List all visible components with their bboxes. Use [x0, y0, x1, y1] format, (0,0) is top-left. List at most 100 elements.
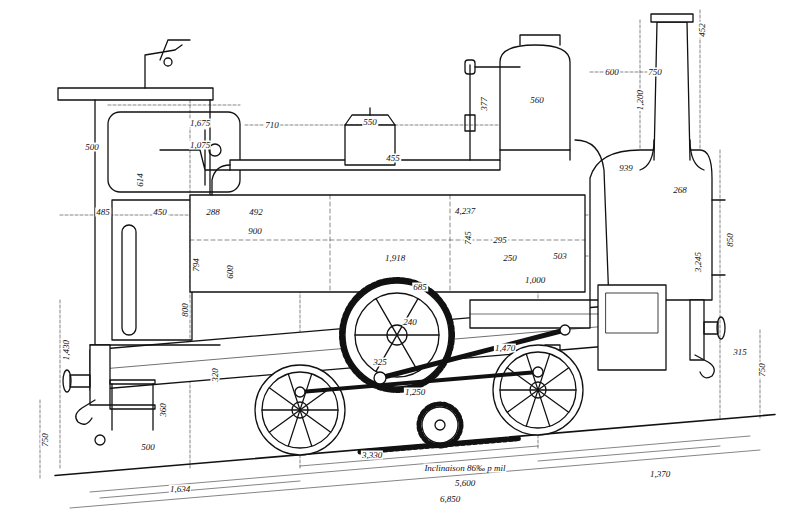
- rear-buffer: [111, 384, 112, 430]
- connecting-rod: [380, 330, 565, 378]
- side-tank: [190, 195, 585, 292]
- dimension-label: 745: [464, 230, 473, 246]
- dimension-label: 455: [385, 154, 401, 163]
- dimension-label: 600: [226, 264, 235, 280]
- dimension-label: 450: [152, 208, 168, 217]
- sandbox: [369, 108, 370, 115]
- dimension-label: 492: [248, 208, 264, 217]
- crank-pin: [560, 325, 570, 335]
- crank-pin: [533, 367, 543, 377]
- dimension-label: 6,850: [439, 495, 461, 504]
- front-buffer: [690, 300, 725, 378]
- driving-wheel: [255, 365, 345, 455]
- steam-dome: [500, 35, 570, 160]
- dimension-label: 325: [372, 358, 388, 367]
- chimney: [654, 22, 690, 160]
- dimension-label: 560: [529, 96, 545, 105]
- whistle: [465, 60, 475, 74]
- drive-gear: [355, 299, 439, 372]
- driving-wheel: [493, 345, 583, 435]
- dimension-label: 3,330: [361, 451, 383, 460]
- steam-dome: [500, 45, 570, 160]
- rear-buffer: [63, 370, 71, 392]
- driving-wheel: [262, 372, 338, 448]
- dimension-line: [720, 150, 721, 420]
- dimension-label: 750: [758, 362, 767, 378]
- dimension-line: [100, 481, 300, 498]
- dimension-label: 1,470: [494, 344, 516, 353]
- dimension-label: 1,675: [189, 119, 211, 128]
- cab: [160, 130, 230, 185]
- cylinder-block: [598, 285, 666, 370]
- dimension-label: 240: [402, 318, 418, 327]
- dimension-label: 614: [136, 172, 145, 188]
- dimension-label: 3,245: [694, 251, 703, 273]
- whistle: [465, 115, 475, 131]
- cylinder-block: [606, 293, 658, 333]
- dimension-label: 1,918: [384, 254, 406, 263]
- dimension-line: [108, 105, 240, 106]
- dimension-label: 360: [159, 402, 168, 418]
- driving-wheel: [269, 388, 330, 433]
- rack-pinion: [419, 404, 461, 446]
- cab: [112, 200, 192, 340]
- dimension-label: 288: [205, 208, 221, 217]
- dimension-label: 1,075: [189, 141, 211, 150]
- rear-buffer: [95, 435, 105, 445]
- dimension-label: 1,634: [169, 485, 191, 494]
- rail-line: [55, 415, 775, 476]
- dimension-label: 268: [672, 186, 688, 195]
- driving-wheel: [255, 345, 583, 455]
- rear-buffer: [76, 400, 95, 424]
- dimension-label: 485: [95, 208, 111, 217]
- dimension-label: 320: [211, 367, 220, 383]
- rack-pinion: [435, 420, 445, 430]
- dimension-line: [70, 436, 760, 508]
- rear-buffer: [152, 384, 153, 430]
- dimension-label: 900: [247, 227, 263, 236]
- dimension-label: 750: [41, 432, 50, 448]
- dimension-label: 377: [480, 96, 489, 112]
- dimension-label: 250: [502, 254, 518, 263]
- dimension-label: 452: [698, 22, 707, 38]
- rear-buffer: [90, 345, 110, 405]
- rack-pinion: [422, 407, 458, 443]
- driving-wheel: [269, 388, 330, 433]
- dimension-label: 503: [552, 252, 568, 261]
- rear-buffer: [110, 380, 155, 384]
- cylinder-block: [470, 314, 598, 315]
- connecting-rod: [380, 330, 565, 378]
- front-buffer: [690, 300, 704, 360]
- dimension-line: [60, 300, 61, 470]
- cab: [58, 88, 213, 100]
- dimension-label: 1,370: [649, 470, 671, 479]
- rail-line: [55, 415, 775, 476]
- crank-pin: [295, 387, 305, 397]
- front-buffer: [704, 322, 718, 334]
- crank-pin: [295, 325, 570, 397]
- dimension-label: 5,600: [454, 479, 476, 488]
- dimension-label: 685: [412, 283, 428, 292]
- dimension-line: [40, 10, 760, 480]
- dimension-label: 750: [647, 68, 663, 77]
- dimension-label: 295: [492, 236, 508, 245]
- side-tank: [190, 240, 585, 241]
- dimension-label: 315: [732, 348, 748, 357]
- dimension-label: 500: [140, 443, 156, 452]
- driving-wheel: [500, 352, 576, 428]
- dimension-label: 1,200: [636, 89, 645, 111]
- chimney: [640, 14, 704, 170]
- driving-wheel: [255, 365, 345, 455]
- driving-wheel: [493, 345, 583, 435]
- dimension-label: 939: [618, 164, 634, 173]
- side-tank: [450, 195, 451, 292]
- rack-pinion: [419, 404, 461, 446]
- dimension-label: 600: [604, 68, 620, 77]
- dimension-label: 1,250: [404, 388, 426, 397]
- cab: [94, 100, 95, 345]
- smokebox: [712, 274, 725, 275]
- dimension-label: 1,430: [62, 339, 71, 361]
- whistle: [469, 65, 470, 160]
- dimension-label: 4,237: [454, 207, 476, 216]
